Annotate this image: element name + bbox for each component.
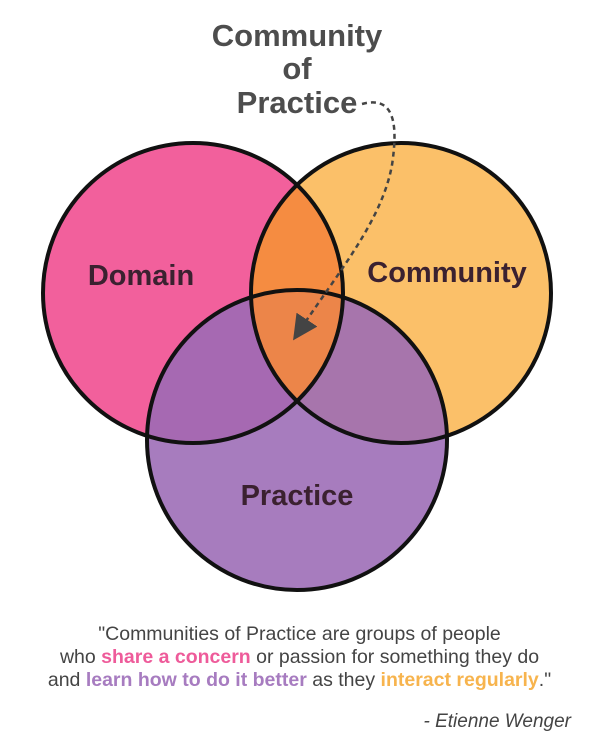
title-line-1: Community <box>212 18 383 53</box>
quote-highlight-practice: learn how to do it better <box>85 669 307 691</box>
quote-highlight-community: interact regularly <box>380 669 539 691</box>
quote-line-3: and learn how to do it better as they in… <box>0 669 599 692</box>
pointer-arrow <box>293 101 396 341</box>
title-line-2: of <box>282 51 312 86</box>
quote-highlight-domain: share a concern <box>101 646 251 668</box>
quote-line-2: who share a concern or passion for somet… <box>0 646 599 669</box>
quote-text: and <box>47 669 86 691</box>
domain-outline <box>41 141 345 445</box>
attribution: - Etienne Wenger <box>423 711 571 732</box>
quote-text: or passion for something they do <box>250 646 540 668</box>
quote-text: ." <box>538 669 552 691</box>
community-outline <box>249 141 553 445</box>
community-label: Community <box>367 257 527 289</box>
practice-circle <box>147 290 447 590</box>
practice-outline <box>145 288 449 592</box>
venn-diagram: Community of Practice Domain Community P… <box>41 18 553 592</box>
domain-community-overlap <box>251 185 343 401</box>
domain-label: Domain <box>88 260 194 292</box>
quote-line-1: "Communities of Practice are groups of p… <box>98 623 501 645</box>
quote-block: "Communities of Practice are groups of p… <box>0 623 599 692</box>
title-line-3: Practice <box>237 85 358 120</box>
practice-label: Practice <box>241 480 354 512</box>
quote-text: as they <box>306 669 381 691</box>
quote-text: who <box>59 646 102 668</box>
